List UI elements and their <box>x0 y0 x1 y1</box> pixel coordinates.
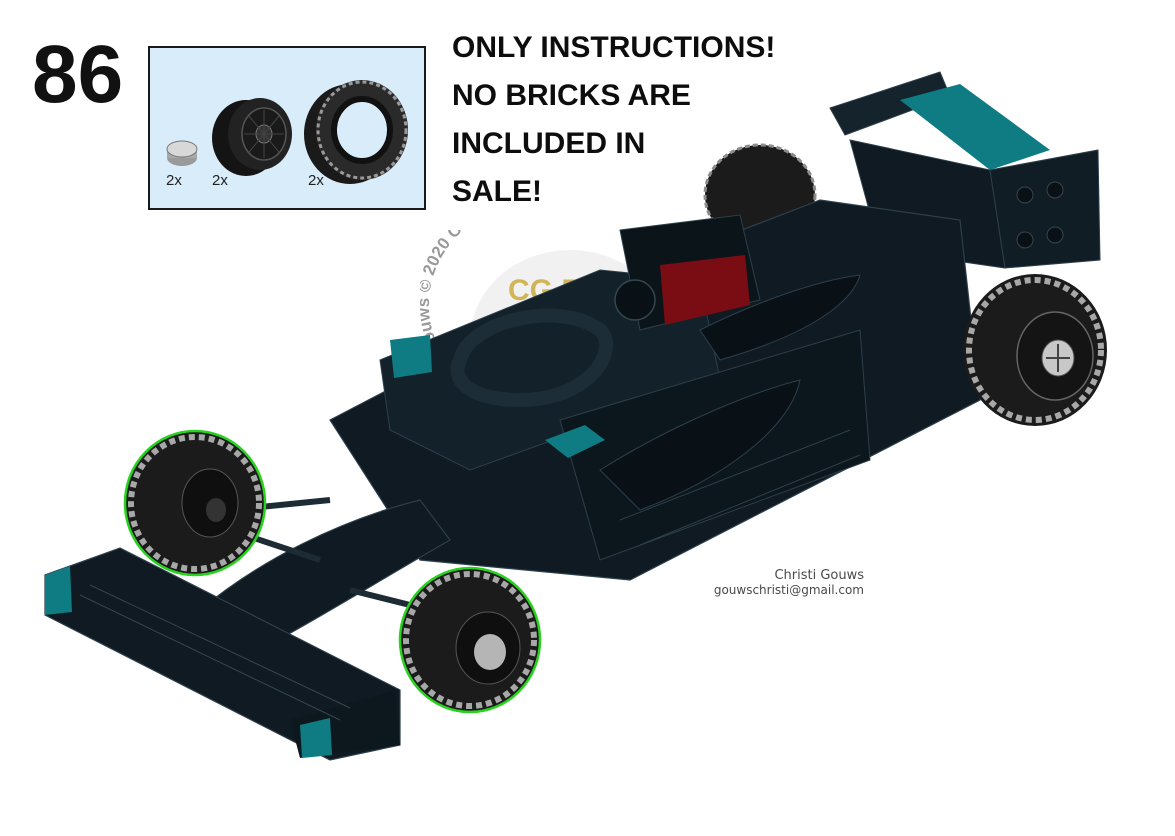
part-qty: 2x <box>308 172 324 189</box>
notice-line: INCLUDED IN <box>452 127 646 160</box>
chassis <box>329 199 981 581</box>
tire-icon <box>304 80 408 184</box>
front-right-wheel <box>398 566 542 714</box>
round-tile-icon <box>166 140 198 166</box>
parts-callout: 2x 2x 2x <box>148 46 426 210</box>
front-wing <box>44 547 401 761</box>
wheel-rim-icon <box>212 98 292 176</box>
step-number: 86 <box>32 29 124 120</box>
rear-right-wheel <box>963 274 1107 426</box>
author-name: Christi Gouws <box>774 568 864 583</box>
sale-notice: ONLY INSTRUCTIONS! NO BRICKS ARE INCLUDE… <box>452 24 775 216</box>
part-qty: 2x <box>166 172 182 189</box>
notice-line: SALE! <box>452 175 542 208</box>
notice-line: NO BRICKS ARE <box>452 79 691 112</box>
rear-wing <box>829 71 1101 269</box>
part-qty: 2x <box>212 172 228 189</box>
author-email: gouwschristi@gmail.com <box>713 583 864 597</box>
notice-line: ONLY INSTRUCTIONS! <box>452 31 776 64</box>
author-credit: Christi Gouws gouwschristi@gmail.com <box>680 568 864 597</box>
front-left-wheel <box>123 429 267 577</box>
